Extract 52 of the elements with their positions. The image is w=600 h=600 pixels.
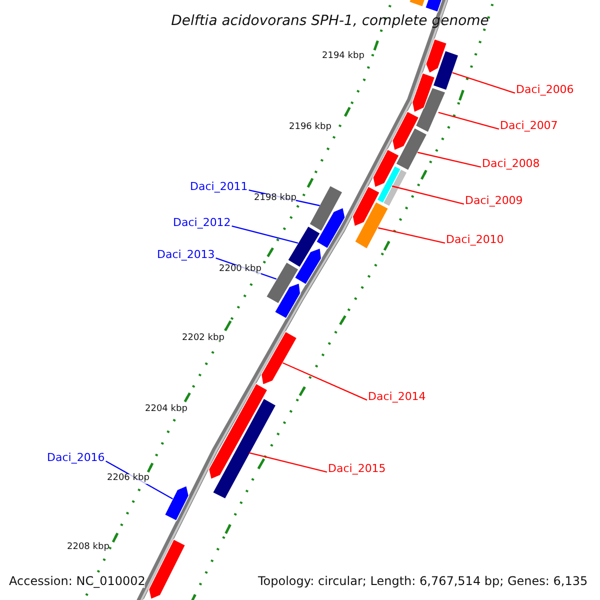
tick-label: 2200 kbp <box>219 265 262 275</box>
gene-feature <box>316 207 346 250</box>
tick-label: 2206 kbp <box>107 474 150 484</box>
gene-segment <box>376 165 402 204</box>
gene-label: Daci_2008 <box>482 158 540 170</box>
leader-line <box>248 452 328 473</box>
leader-line <box>438 112 500 130</box>
gene-label: Daci_2011 <box>190 181 248 194</box>
gene-label: Daci_2015 <box>328 463 386 476</box>
leader-line <box>452 72 516 94</box>
tick-label: 2204 kbp <box>145 405 188 415</box>
gene-feature <box>260 330 298 386</box>
gene-segment <box>354 201 389 250</box>
gene-segment <box>432 50 459 91</box>
leader-line <box>392 186 464 205</box>
gene-feature <box>294 248 322 286</box>
gene-feature <box>208 382 268 480</box>
gene-feature <box>425 38 448 74</box>
genome-info-text: Topology: circular; Length: 6,767,514 bp; Genes: 6,135 <box>258 575 588 588</box>
accession-text: Accession: NC_010002 <box>9 575 146 588</box>
gene-segment <box>382 168 408 207</box>
gene-feature <box>148 538 186 600</box>
gene-feature <box>392 110 420 151</box>
gene-label: Daci_2007 <box>500 120 558 132</box>
gene-feature <box>424 0 443 12</box>
gene-segment <box>212 398 277 500</box>
gene-feature <box>164 485 190 522</box>
gene-label: Daci_2006 <box>516 84 574 96</box>
gene-segment <box>308 185 344 232</box>
gene-label: Daci_2013 <box>157 249 215 262</box>
gene-segment <box>266 262 300 304</box>
gene-feature <box>372 148 400 188</box>
gene-label: Daci_2014 <box>368 391 426 404</box>
gene-feature <box>352 186 380 227</box>
gene-label: Daci_2012 <box>173 217 231 230</box>
leader-line <box>378 227 446 244</box>
gene-segment <box>415 87 446 133</box>
gene-segment <box>287 226 321 268</box>
tick-label: 2194 kbp <box>322 52 364 62</box>
gene-label: Daci_2010 <box>446 234 504 246</box>
leader-line <box>282 362 368 401</box>
gene-label: Daci_2016 <box>47 452 105 464</box>
leader-line <box>232 226 298 244</box>
leader-line <box>417 152 482 168</box>
tick-label: 2202 kbp <box>182 334 224 344</box>
gene-segment <box>395 127 428 171</box>
tick-label: 2208 kbp <box>67 543 110 553</box>
tick-label: 2196 kbp <box>289 123 332 133</box>
gene-feature <box>274 282 301 320</box>
gene-feature <box>412 72 436 113</box>
gene-label: Daci_2009 <box>465 195 523 208</box>
tick-label: 2198 kbp <box>254 194 296 204</box>
